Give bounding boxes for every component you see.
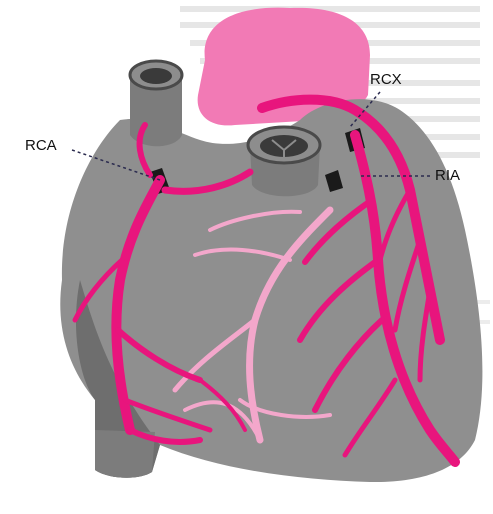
rca-label: RCA xyxy=(25,137,57,154)
rcx-label: RCX xyxy=(370,71,402,88)
vena-cava-lumen xyxy=(140,68,172,84)
ria-label: RIA xyxy=(435,167,460,184)
